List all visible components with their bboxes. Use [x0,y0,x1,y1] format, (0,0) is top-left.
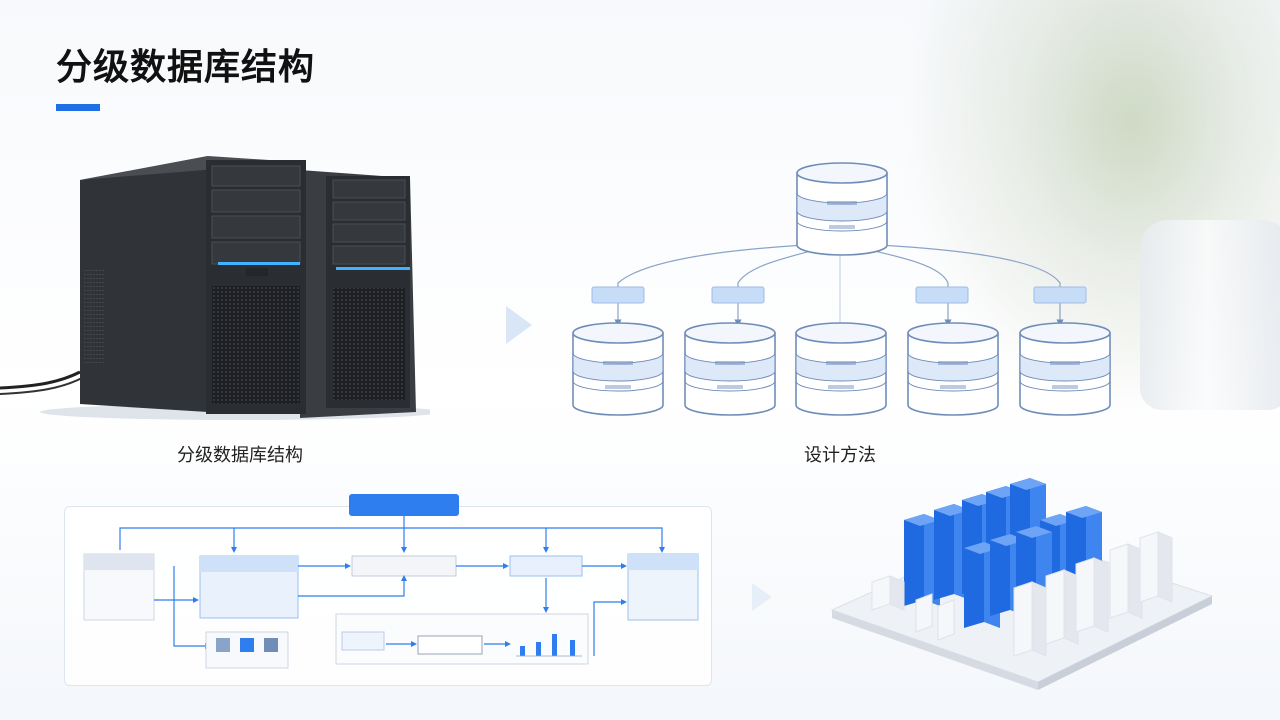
server-tower-icon [0,156,430,420]
arrow-right-icon-small [752,583,772,611]
title-accent-bar [56,104,100,111]
flow-header-box [349,494,459,516]
slide-title: 分级数据库结构 [56,47,316,88]
caption-database-structure: 分级数据库结构 [177,445,303,466]
caption-design-method: 设计方法 [804,445,876,466]
3d-bar-chart-icon [830,478,1214,690]
database-cylinder-icon [572,162,1111,416]
arrow-right-icon [506,306,532,344]
flow-diagram-icon [83,516,699,669]
plant-pot [1140,220,1280,410]
